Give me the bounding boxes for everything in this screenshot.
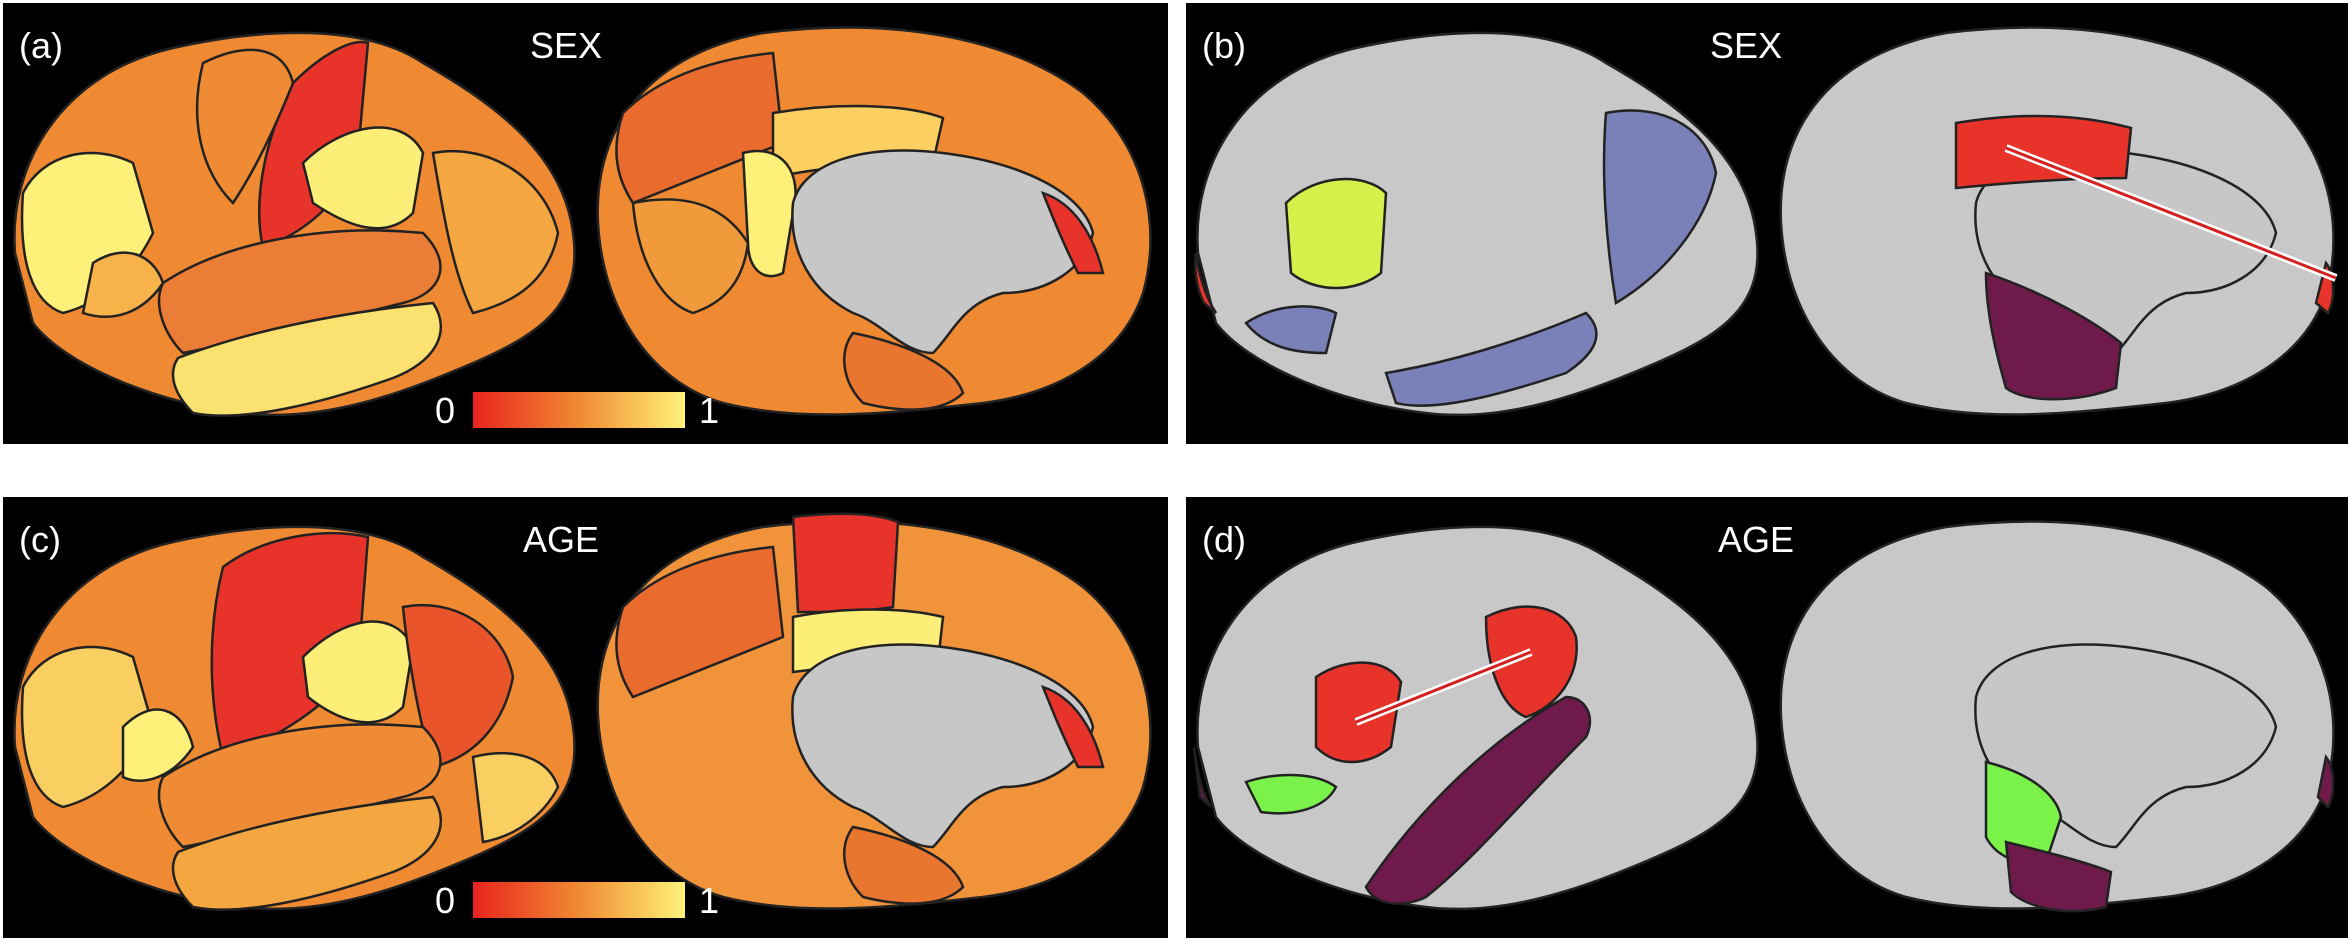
colorbar-max-c: 1	[699, 880, 720, 921]
medial-hemisphere	[1779, 520, 2335, 913]
medial-hemisphere	[596, 512, 1152, 910]
panel-c: (c) AGE 0 1	[3, 497, 1168, 938]
connection-arrow	[2004, 144, 2338, 282]
brain-map-a	[13, 26, 1152, 417]
panel-d: (d) AGE	[1186, 497, 2348, 938]
colorbar-max-a: 1	[699, 390, 720, 431]
colorbar-min-a: 0	[435, 390, 456, 431]
panel-title-c: AGE	[523, 519, 600, 560]
panel-title-d: AGE	[1718, 519, 1795, 560]
medial-hemisphere	[596, 26, 1152, 416]
lateral-hemisphere	[13, 31, 576, 417]
panel-title-b: SEX	[1710, 25, 1783, 66]
connection-arrow	[1354, 648, 1533, 726]
lateral-hemisphere	[1194, 31, 1759, 417]
lateral-hemisphere	[1192, 525, 1759, 911]
panel-a: (a) SEX 0 1	[3, 3, 1168, 444]
panel-b: (b) SEX	[1186, 3, 2348, 444]
colorbar-a	[473, 392, 685, 428]
panel-label-a: (a)	[19, 25, 63, 66]
panel-label-c: (c)	[19, 519, 61, 560]
colorbar-c	[473, 882, 685, 918]
panel-label-d: (d)	[1202, 519, 1246, 560]
brain-map-c	[13, 512, 1152, 911]
medial-hemisphere	[1779, 26, 2335, 416]
brain-map-b	[1194, 26, 2338, 417]
brain-map-d	[1192, 520, 2335, 913]
colorbar-min-c: 0	[435, 880, 456, 921]
panel-label-b: (b)	[1202, 25, 1246, 66]
lateral-hemisphere	[13, 525, 576, 911]
panel-title-a: SEX	[530, 25, 603, 66]
